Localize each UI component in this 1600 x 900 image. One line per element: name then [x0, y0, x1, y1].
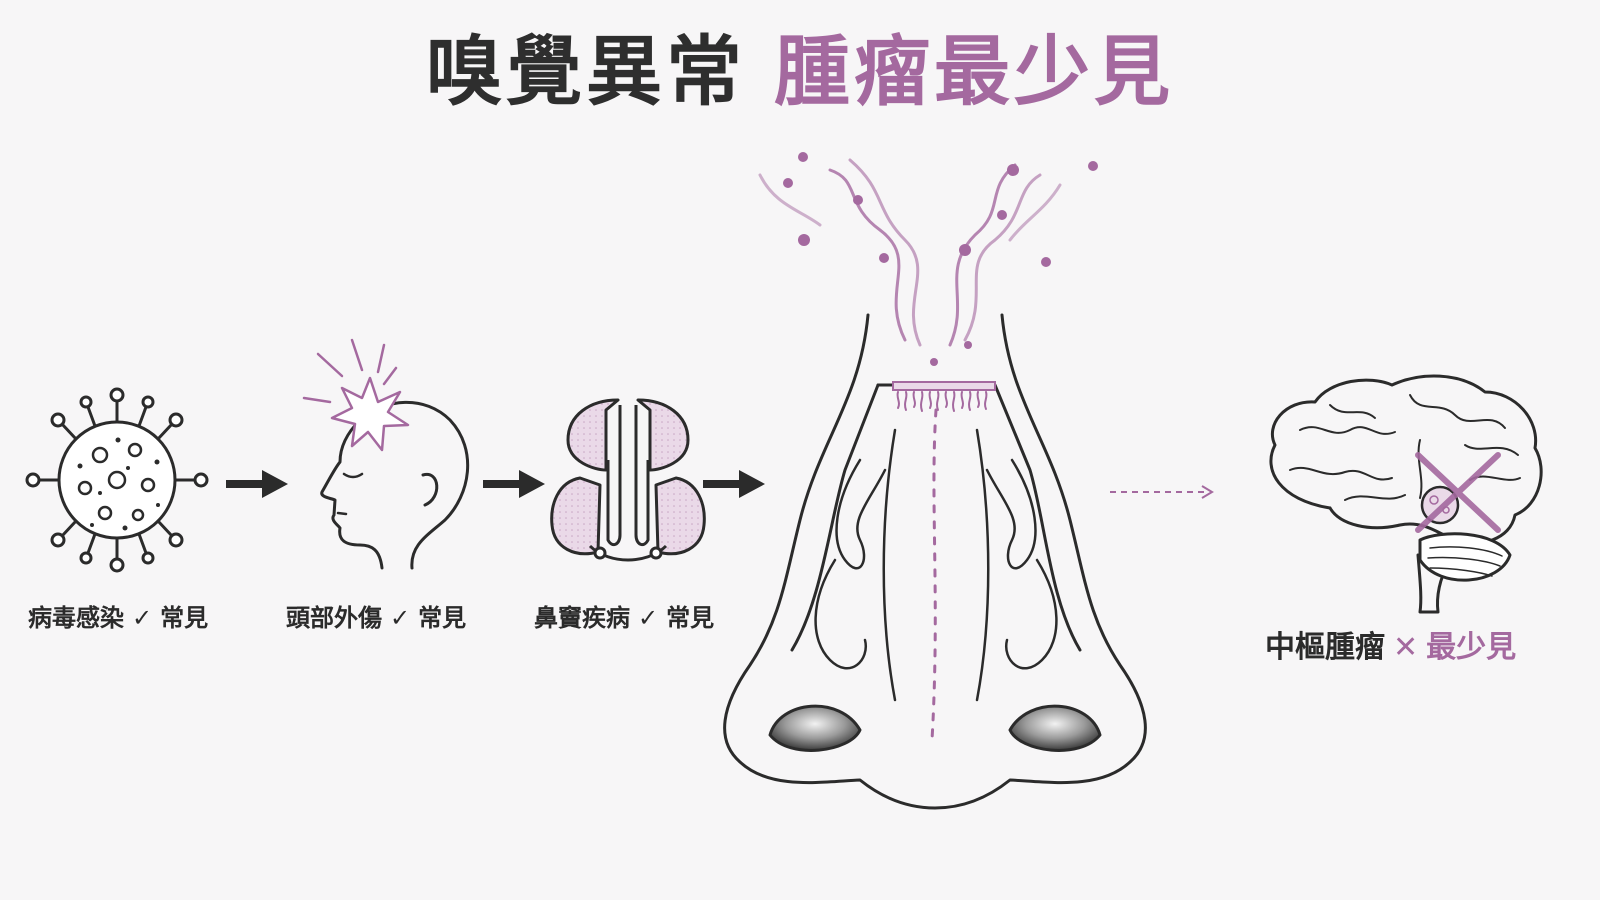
cause-name: 頭部外傷 [286, 604, 382, 632]
title-accent: 腫瘤最少見 [774, 27, 1174, 116]
check-icon: ✓ [638, 604, 659, 632]
check-icon: ✓ [390, 604, 411, 632]
impact-burst [302, 338, 410, 452]
page-title: 嗅覺異常腫瘤最少見 [0, 22, 1600, 122]
scent-wisps [758, 158, 1062, 347]
check-icon: ✓ [132, 604, 153, 632]
arrow-3 [703, 470, 765, 498]
brain-icon [1269, 374, 1543, 614]
label-head-injury: 頭部外傷 ✓常見 [286, 603, 466, 633]
tumor-status: 最少見 [1426, 630, 1517, 665]
label-sinus: 鼻竇疾病 ✓常見 [534, 603, 714, 633]
nose-illustration [723, 313, 1147, 810]
sinus-icon [550, 398, 706, 562]
cause-status: 常見 [160, 604, 209, 632]
cause-name: 鼻竇疾病 [534, 604, 630, 632]
cause-name: 病毒感染 [28, 604, 124, 632]
dashed-arrow [1110, 485, 1214, 499]
arrow-1 [226, 470, 288, 498]
olfactory-receptors [892, 381, 996, 742]
head-injury-icon [320, 400, 470, 570]
virus-icon [25, 387, 209, 573]
cross-mark-icon [1415, 452, 1501, 533]
title-main: 嗅覺異常 [426, 27, 746, 116]
label-virus: 病毒感染 ✓常見 [28, 603, 208, 633]
cross-icon: ✕ [1393, 630, 1419, 665]
odor-particles [783, 152, 1098, 366]
tumor-name: 中樞腫瘤 [1265, 630, 1385, 665]
cause-status: 常見 [418, 604, 467, 632]
label-tumor: 中樞腫瘤✕最少見 [1265, 630, 1516, 666]
arrow-2 [483, 470, 545, 498]
cause-status: 常見 [666, 604, 715, 632]
